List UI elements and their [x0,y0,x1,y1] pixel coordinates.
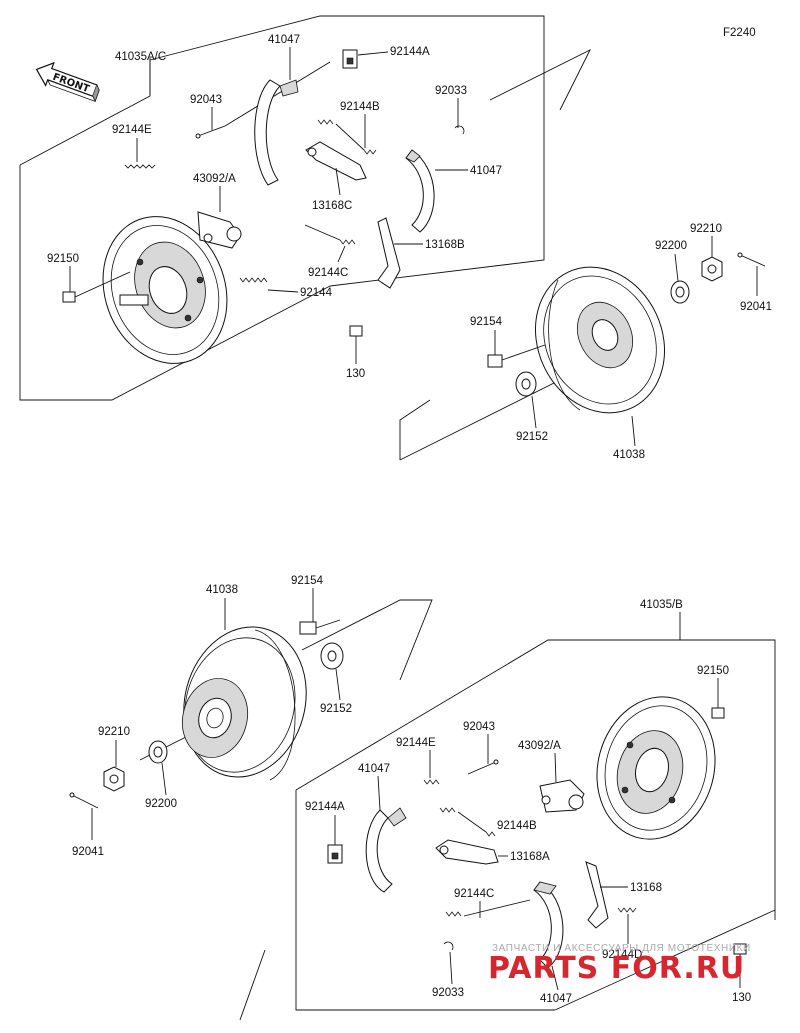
bolt-92154-bottom [299,619,341,635]
label-92041-top: 92041 [740,301,772,313]
clip-92144a-top [342,49,358,69]
backing-plate-top [102,216,228,364]
label-92043-bottom: 92043 [463,721,495,733]
cotter-pin-92041-bottom [69,792,99,809]
label-92200-bottom: 92200 [145,798,177,810]
washer-92152-bottom [320,642,344,670]
figure-code: F2240 [723,27,756,39]
label-41047-top-2: 41047 [470,165,502,177]
label-92210-top: 92210 [690,223,722,235]
clip-92033-bottom [443,941,454,951]
label-92144e-bottom: 92144E [396,737,436,749]
lever-13168a-bottom [435,839,499,865]
bolt-92154-top [487,344,546,368]
brake-drum-top [534,266,666,414]
spring-92144-top [239,277,268,283]
label-92144b-top: 92144B [340,101,380,113]
label-41035b: 41035/B [640,599,683,611]
spring-92144c-bottom [445,899,531,917]
brake-shoe-top-2 [405,149,435,233]
backing-plate-bottom [596,696,716,840]
label-92200-top: 92200 [655,240,687,252]
watermark: ЗАПЧАСТИ И АКСЕССУАРЫ ДЛЯ МОТОТЕХНИКИ PA… [488,943,751,986]
label-41047-bottom-1: 41047 [358,763,390,775]
front-arrow-icon: FRONT [35,61,100,103]
label-92144d: 92144D [602,949,642,961]
label-130-bottom: 130 [732,992,751,1004]
lever-13168-bottom [585,861,609,929]
label-13168a: 13168A [510,851,550,863]
label-92150-bottom: 92150 [697,665,729,677]
label-92154-top: 92154 [470,316,503,328]
watermark-logo: PARTS FOR.RU [488,951,745,986]
label-43092a-top: 43092/A [193,173,236,185]
label-13168c: 13168C [312,200,352,212]
label-92144a-bottom: 92144A [305,801,345,813]
cotter-pin-92041-top [737,252,766,267]
label-92144c-top: 92144C [308,267,348,279]
lever-13168b-top [377,217,401,289]
brake-shoe-top-1 [254,79,299,186]
bolt-92150-bottom [711,707,725,719]
watermark-small: ЗАПЧАСТИ И АКСЕССУАРЫ ДЛЯ МОТОТЕХНИКИ [492,943,751,954]
label-92043-top: 92043 [190,94,222,106]
label-92144e-top: 92144E [112,124,152,136]
label-92144a-top: 92144A [390,46,430,58]
label-92152-top: 92152 [516,431,548,443]
label-92154-bottom: 92154 [291,575,324,587]
spring-92144b-bottom [439,807,496,837]
nut-92210-bottom [103,766,125,792]
brake-drum-bottom [182,626,307,781]
label-41047-bottom-2: 41047 [540,993,572,1005]
spring-92144e-top [124,164,156,169]
brake-shoe-bottom-1 [365,807,407,893]
label-92041-bottom: 92041 [72,846,104,858]
label-41038-top: 41038 [613,449,645,461]
label-92210-bottom: 92210 [98,726,130,738]
label-92144-top: 92144 [300,287,333,299]
pin-92043-bottom [467,759,499,775]
wheel-cylinder-bottom [539,779,585,813]
label-41038-bottom: 41038 [206,584,238,596]
spring-92144c-top [304,224,356,245]
bottom-assembly-boundary [239,639,776,1021]
washer-92200-bottom [148,740,168,764]
label-92033-top: 92033 [435,85,467,97]
label-13168b: 13168B [425,239,465,251]
label-130-top: 130 [346,368,365,380]
label-41047-top-1: 41047 [268,34,300,46]
label-92033-bottom: 92033 [432,987,464,999]
brake-shoe-bottom-2 [533,881,564,969]
washer-92200-top [670,280,690,304]
label-92144b-bottom: 92144B [497,820,537,832]
label-92150-top: 92150 [47,253,79,265]
washer-92152-top [515,371,537,397]
nut-92210-top [701,256,723,282]
bolt-92150-top [62,271,131,303]
spring-92144b-top [317,119,377,155]
wheel-cylinder-top [197,211,242,249]
clip-92144a-bottom [327,844,343,864]
pin-92043-top [195,125,226,139]
label-43092a-bottom: 43092/A [518,740,561,752]
label-92144c-bottom: 92144C [454,888,494,900]
label-41035ac: 41035A/C [115,51,166,63]
lever-13168c-top [305,141,367,181]
label-13168-bottom: 13168 [630,882,662,894]
bolt-130-top [349,325,363,337]
top-drum-boundary [399,48,592,461]
top-assembly-boundary [19,15,545,401]
spring-92144d-bottom [617,907,637,913]
label-92152-bottom: 92152 [320,703,352,715]
spring-92144e-bottom [423,779,440,785]
clip-92033-top [454,125,465,135]
